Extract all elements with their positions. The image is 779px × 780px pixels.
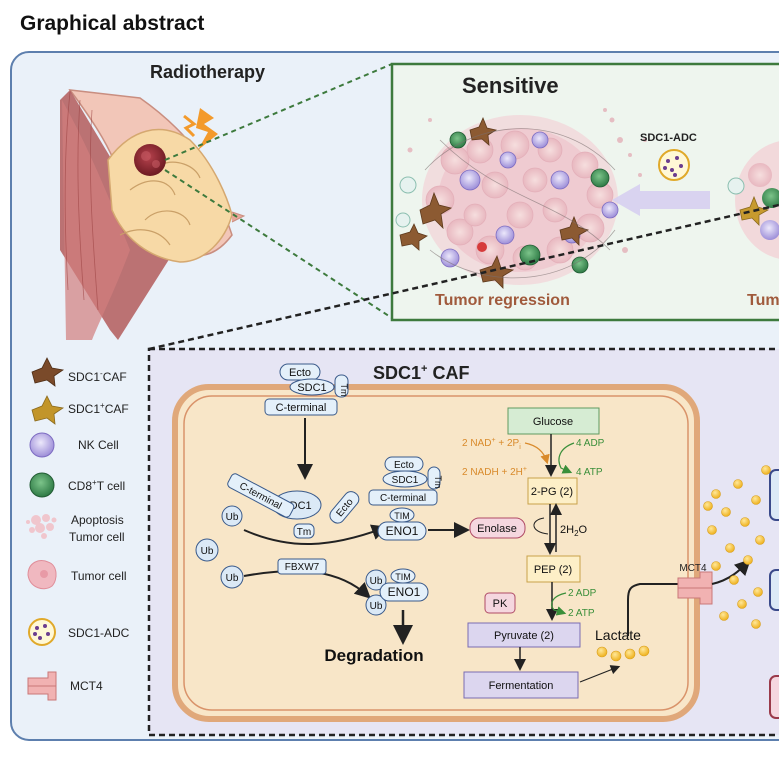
- svg-text:Ub: Ub: [370, 576, 383, 587]
- svg-text:Tumor cell: Tumor cell: [71, 569, 127, 583]
- caf-title: SDC1+ CAF: [373, 363, 469, 383]
- glycolysis-pathway: Glucose 2 NAD+ + 2Pi 2 NADH + 2H+ 4 ADP …: [462, 407, 650, 699]
- legend: SDC1-CAF SDC1+CAF NK Cell CD8+T cell Apo…: [26, 357, 130, 701]
- legend-label: CD8: [68, 479, 92, 493]
- legend-mct4: MCT4: [27, 671, 103, 701]
- svg-text:NK Cell: NK Cell: [78, 438, 119, 452]
- sdc1-adc-icon: [658, 149, 690, 181]
- edge-box-1: [769, 469, 779, 521]
- svg-text:SDC1: SDC1: [297, 382, 326, 394]
- radiation-bolt-icon: [196, 108, 218, 150]
- svg-text:Tumor cell: Tumor cell: [69, 530, 125, 544]
- nadh-label: 2 NADH + 2H+: [462, 466, 527, 478]
- h2o-label: 2H2O: [560, 524, 588, 538]
- svg-text:SDC1: SDC1: [392, 475, 419, 486]
- right-sdc1-eno1-complex: Ecto SDC1 Tm C-terminal TIM ENO1: [368, 456, 443, 541]
- membrane-sdc1: Ecto SDC1 Tm C-terminal: [264, 363, 349, 416]
- extracellular-lactate: [703, 465, 771, 629]
- legend-label: SDC1: [68, 402, 100, 416]
- right-tumor-cluster: [727, 141, 779, 259]
- svg-text:ENO1: ENO1: [386, 524, 419, 538]
- lactate-dots: [596, 645, 650, 662]
- legend-apoptosis-tumor-cell: Apoptosis Tumor cell: [26, 513, 125, 544]
- membrane-tm: [334, 374, 349, 398]
- radiotherapy-label: Radiotherapy: [150, 62, 265, 82]
- svg-text:CD8+T cell: CD8+T cell: [68, 478, 125, 493]
- membrane-sdc1-oval: [289, 378, 335, 396]
- svg-text:Pyruvate (2): Pyruvate (2): [494, 630, 554, 642]
- legend-cd8-t-cell: CD8+T cell: [29, 472, 125, 498]
- svg-text:Ub: Ub: [226, 573, 239, 584]
- pg-box: [527, 477, 578, 505]
- mct4-transporter: MCT4: [677, 563, 713, 605]
- legend-tumor-cell: Tumor cell: [27, 560, 127, 590]
- svg-text:MCT4: MCT4: [70, 679, 103, 693]
- svg-text:2-PG (2): 2-PG (2): [531, 486, 573, 498]
- svg-text:PK: PK: [493, 598, 508, 610]
- svg-text:Ub: Ub: [370, 601, 383, 612]
- svg-text:Tm: Tm: [297, 527, 311, 538]
- svg-text:SDC1+CAF: SDC1+CAF: [68, 401, 129, 416]
- glucose-box: [507, 407, 600, 435]
- fermentation-box: [463, 671, 579, 699]
- svg-text:C-terminal: C-terminal: [276, 402, 327, 414]
- svg-text:C-terminal: C-terminal: [380, 493, 426, 504]
- fbxw7-box: [277, 558, 327, 575]
- legend-sdc1-pos-caf: SDC1+CAF: [31, 395, 129, 425]
- svg-text:ENO1: ENO1: [388, 585, 421, 599]
- svg-text:Enolase: Enolase: [477, 523, 517, 535]
- svg-text:Apoptosis: Apoptosis: [71, 513, 124, 527]
- svg-text:Tm: Tm: [433, 476, 443, 489]
- adp2-label: 2 ADP: [568, 588, 597, 599]
- page-title: Graphical abstract: [20, 12, 205, 35]
- svg-text:PEP (2): PEP (2): [534, 564, 572, 576]
- sensitive-title: Sensitive: [462, 73, 559, 98]
- adc-label-top: SDC1-ADC: [640, 132, 697, 144]
- breast-illustration: [60, 89, 246, 340]
- svg-text:TIM: TIM: [394, 511, 410, 521]
- svg-text:SDC1-ADC: SDC1-ADC: [68, 626, 130, 640]
- svg-text:Tm: Tm: [339, 384, 349, 397]
- svg-text:Ecto: Ecto: [289, 367, 311, 379]
- edge-box-3: [769, 675, 779, 719]
- lower-eno1-complex: Ub Ub TIM ENO1: [365, 568, 429, 616]
- svg-text:Glucose: Glucose: [533, 416, 573, 428]
- enolase-box: [469, 517, 526, 539]
- mct4-label: MCT4: [679, 563, 707, 574]
- edge-box-2: [769, 569, 779, 611]
- tumor-cluster: [395, 108, 647, 289]
- ub-cluster-left: Ub Ub Ub: [195, 505, 244, 589]
- tumor-mass: [134, 144, 166, 176]
- lactate-label: Lactate: [595, 627, 641, 643]
- svg-text:Ub: Ub: [201, 546, 214, 557]
- nad-label: 2 NAD+ + 2Pi: [462, 437, 521, 451]
- tumor-label-cut: Tum: [747, 292, 779, 309]
- caf-cell: [172, 384, 700, 722]
- pep-box: [526, 555, 581, 583]
- degradation-label: Degradation: [324, 646, 423, 665]
- svg-text:TIM: TIM: [395, 572, 411, 582]
- atp2-label: 2 ATP: [568, 608, 595, 619]
- pk-box: [484, 592, 516, 614]
- membrane-cterminal: [264, 398, 338, 416]
- legend-sdc1-neg-caf: SDC1-CAF: [31, 357, 127, 387]
- legend-label: SDC1: [68, 370, 100, 384]
- legend-sdc1-adc: SDC1-ADC: [28, 618, 130, 646]
- legend-nk-cell: NK Cell: [29, 432, 119, 458]
- atp4-label: 4 ATP: [576, 467, 603, 478]
- svg-text:SDC1-CAF: SDC1-CAF: [68, 369, 127, 384]
- tumor-regression-label: Tumor regression: [435, 292, 570, 309]
- svg-text:FBXW7: FBXW7: [285, 562, 320, 573]
- pyruvate-box: [467, 622, 581, 648]
- svg-text:Fermentation: Fermentation: [489, 680, 554, 692]
- adc-arrow: [612, 184, 710, 216]
- svg-text:Ub: Ub: [226, 512, 239, 523]
- export-path: [627, 583, 678, 636]
- svg-text:Ecto: Ecto: [394, 460, 414, 471]
- adp4-label: 4 ADP: [576, 438, 605, 449]
